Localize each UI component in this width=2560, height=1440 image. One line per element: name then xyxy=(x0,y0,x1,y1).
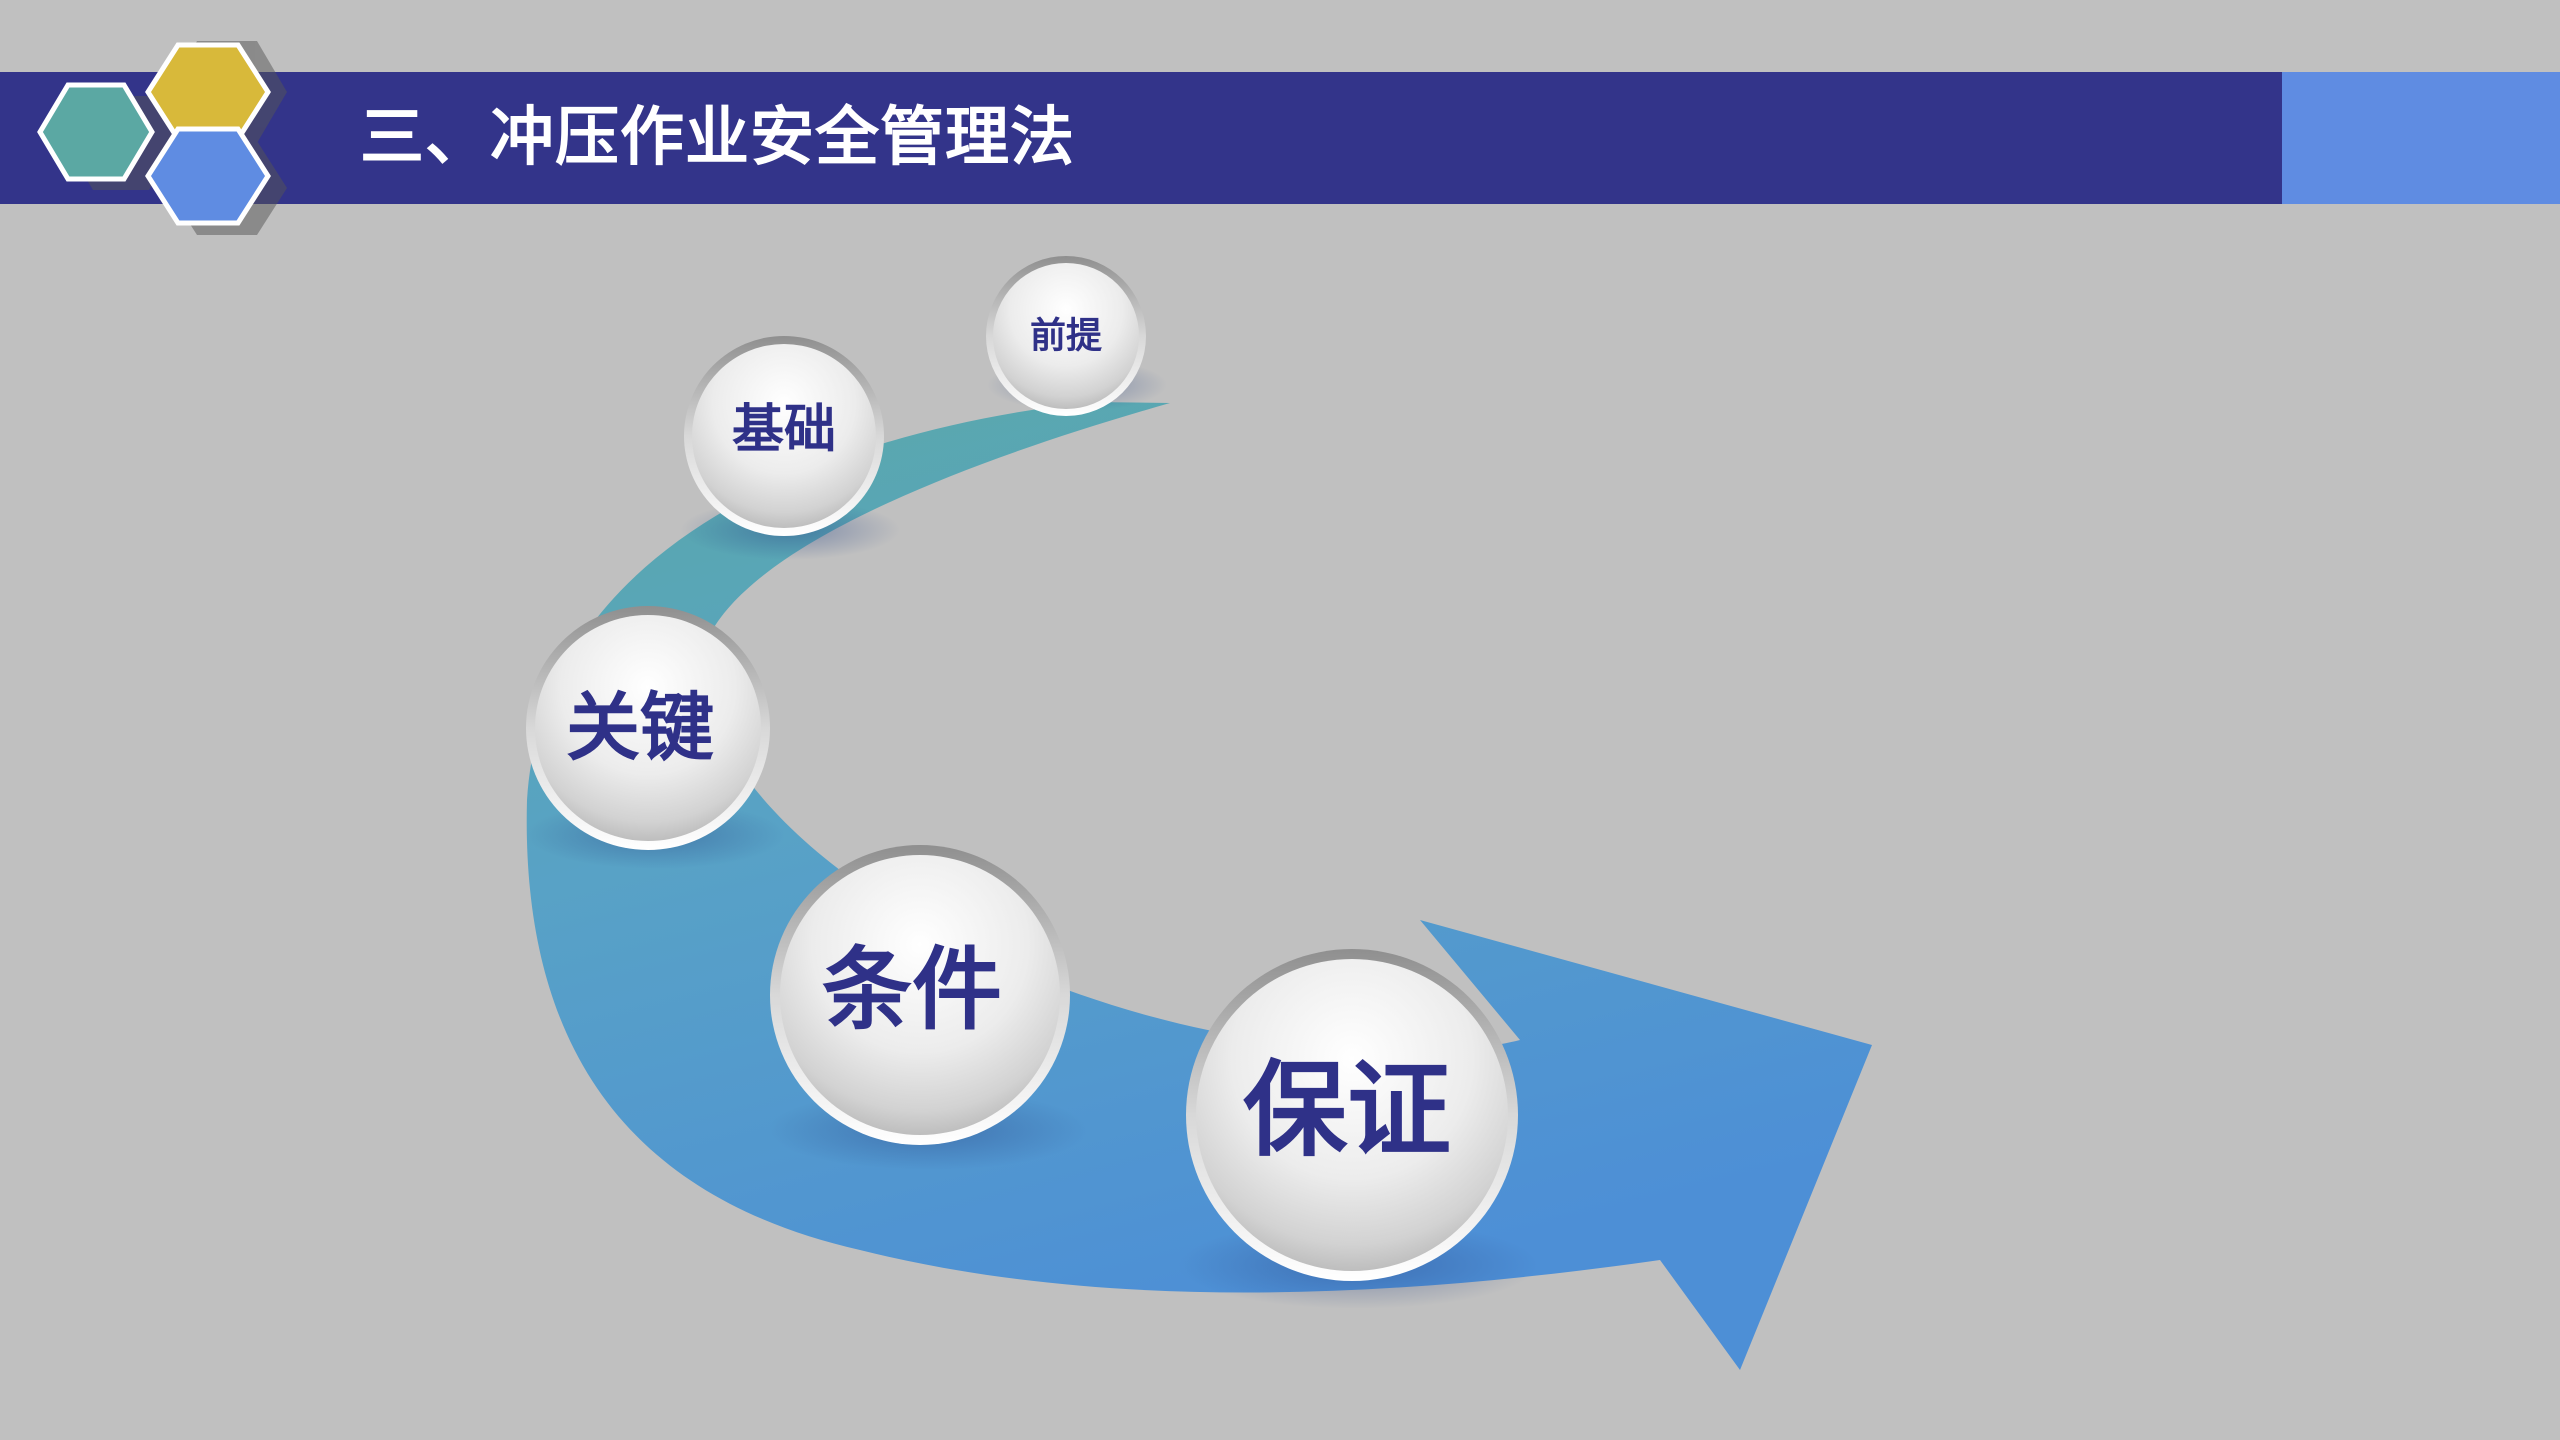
step-label-3: 关键 xyxy=(566,685,714,771)
step-label-2: 基础 xyxy=(732,400,836,460)
step-ball-3: 关键 xyxy=(526,606,770,850)
step-ball-5: 保证 xyxy=(1186,949,1518,1281)
step-ball-4: 条件 xyxy=(770,845,1070,1145)
step-label-4: 条件 xyxy=(822,938,1002,1043)
step-label-5: 保证 xyxy=(1243,1049,1451,1171)
hex-blue xyxy=(145,126,271,226)
step-ball-1: 前提 xyxy=(986,256,1146,416)
hexagon-logo-icon xyxy=(37,41,287,235)
hex-teal xyxy=(37,82,155,182)
step-label-1: 前提 xyxy=(1030,316,1102,357)
step-ball-2: 基础 xyxy=(684,336,884,536)
page-title: 三、冲压作业安全管理法 xyxy=(360,101,1075,175)
title-accent-block xyxy=(2282,72,2560,204)
title-bar xyxy=(0,72,2282,204)
